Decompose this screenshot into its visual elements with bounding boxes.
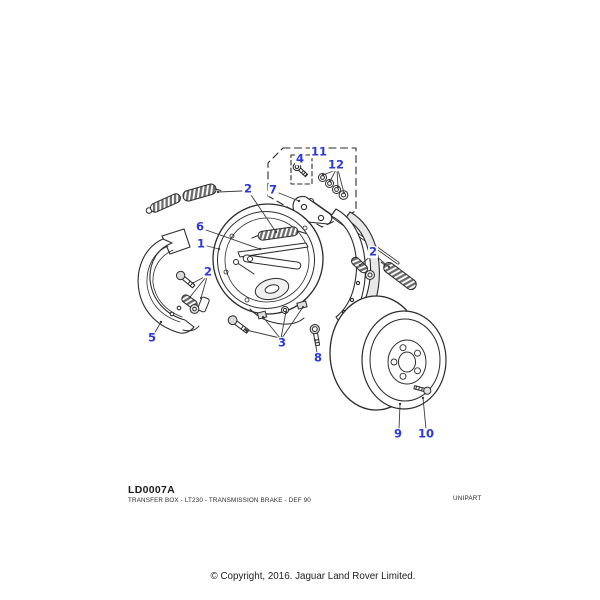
- retaining-clips: [249, 300, 308, 325]
- brake-shoes-left: [137, 228, 200, 334]
- adjuster-strut: [233, 242, 309, 275]
- callout-8[interactable]: 8: [312, 350, 324, 365]
- backplate-centre-hole: [254, 277, 290, 301]
- brake-drum: [329, 295, 447, 411]
- callout-4[interactable]: 4: [294, 151, 306, 166]
- screw-part-4: [292, 162, 309, 178]
- leader-arrow-dots: [159, 173, 425, 406]
- drawing-description: TRANSFER BOX - LT230 - TRANSMISSION BRAK…: [128, 497, 311, 504]
- washer-set-part-12: [318, 173, 349, 200]
- callout-6[interactable]: 6: [194, 219, 206, 234]
- shoe-fixings-part-2: [175, 270, 210, 314]
- callout-3[interactable]: 3: [276, 335, 288, 350]
- callout-2-top[interactable]: 2: [242, 181, 254, 196]
- callout-1[interactable]: 1: [195, 236, 207, 251]
- callout-11[interactable]: 11: [309, 144, 329, 159]
- return-springs-part-2: [145, 183, 222, 214]
- drawing-code: LD0007A: [128, 484, 176, 496]
- shoe-bolt: [175, 270, 196, 289]
- bolt-part-3: [227, 315, 250, 334]
- callout-12[interactable]: 12: [326, 157, 346, 172]
- leader-lines: [153, 169, 427, 430]
- copyright-notice: © Copyright, 2016. Jaguar Land Rover Lim…: [210, 571, 416, 582]
- callout-5[interactable]: 5: [146, 330, 158, 345]
- shoe-return-spring: [251, 226, 307, 241]
- callout-9[interactable]: 9: [392, 426, 404, 441]
- spring-set-part-2-right: [350, 256, 417, 291]
- callout-10[interactable]: 10: [416, 426, 436, 441]
- callout-2-left[interactable]: 2: [202, 264, 214, 279]
- callout-7[interactable]: 7: [267, 182, 279, 197]
- drum-screw-part-10: [413, 385, 432, 395]
- brake-backplate: [212, 203, 324, 325]
- brand-label: UNIPART: [453, 495, 482, 502]
- callout-2-right[interactable]: 2: [367, 244, 379, 259]
